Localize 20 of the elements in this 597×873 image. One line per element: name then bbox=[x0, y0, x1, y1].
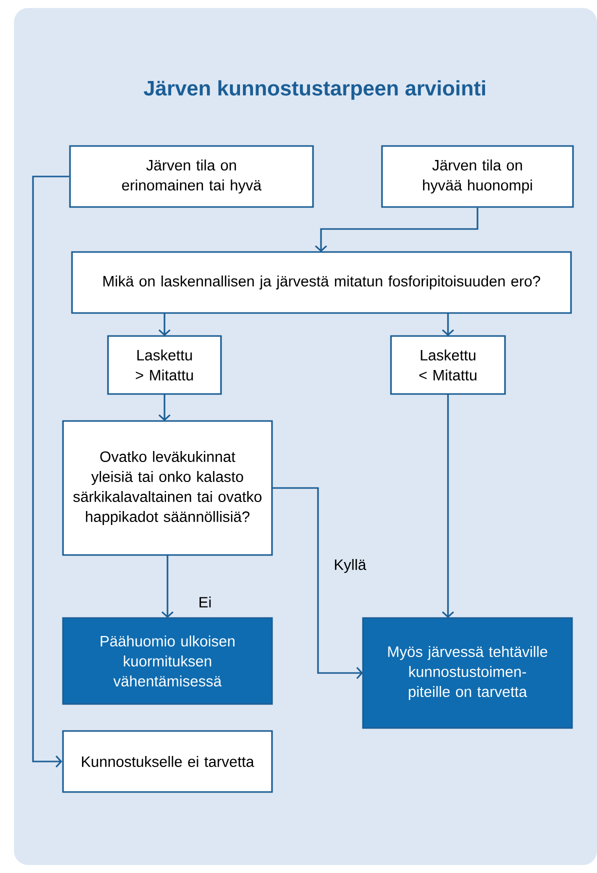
process-box: Kunnostukselle ei tarvetta bbox=[62, 730, 273, 793]
arrow bbox=[158, 394, 171, 421]
edge-label: Ei bbox=[200, 596, 211, 608]
arrow bbox=[272, 487, 363, 680]
arrow bbox=[161, 555, 174, 618]
arrow bbox=[442, 313, 454, 336]
arrow bbox=[314, 208, 478, 252]
title: Järven kunnostustarpeen arviointi bbox=[144, 80, 486, 100]
result-box: Päähuomio ulkoisen kuormituksen vähentämisessä bbox=[62, 617, 273, 705]
arrow bbox=[442, 394, 454, 618]
arrow bbox=[32, 176, 70, 768]
arrow bbox=[158, 313, 171, 336]
process-box: Laskettu > Mitattu bbox=[107, 335, 222, 395]
process-box: Järven tila on erinomainen tai hyvä bbox=[69, 145, 314, 208]
edge-label: Kyllä bbox=[334, 559, 366, 573]
process-box: Järven tila on hyvää huonompi bbox=[381, 145, 574, 208]
process-box: Laskettu < Mitattu bbox=[390, 335, 506, 395]
question-box: Mikä on laskennallisen ja järvestä mitatun fosforipitoisuuden ero? bbox=[71, 251, 572, 314]
result-box: Myös järvessä tehtäville kunnostustoimen-piteille on tarvetta bbox=[362, 617, 573, 729]
question-box: Ovatko leväkukinnat yleisiä tai onko kalasto särkikalavaltainen tai ovatko happikadot säännöllisiä? bbox=[62, 420, 273, 556]
